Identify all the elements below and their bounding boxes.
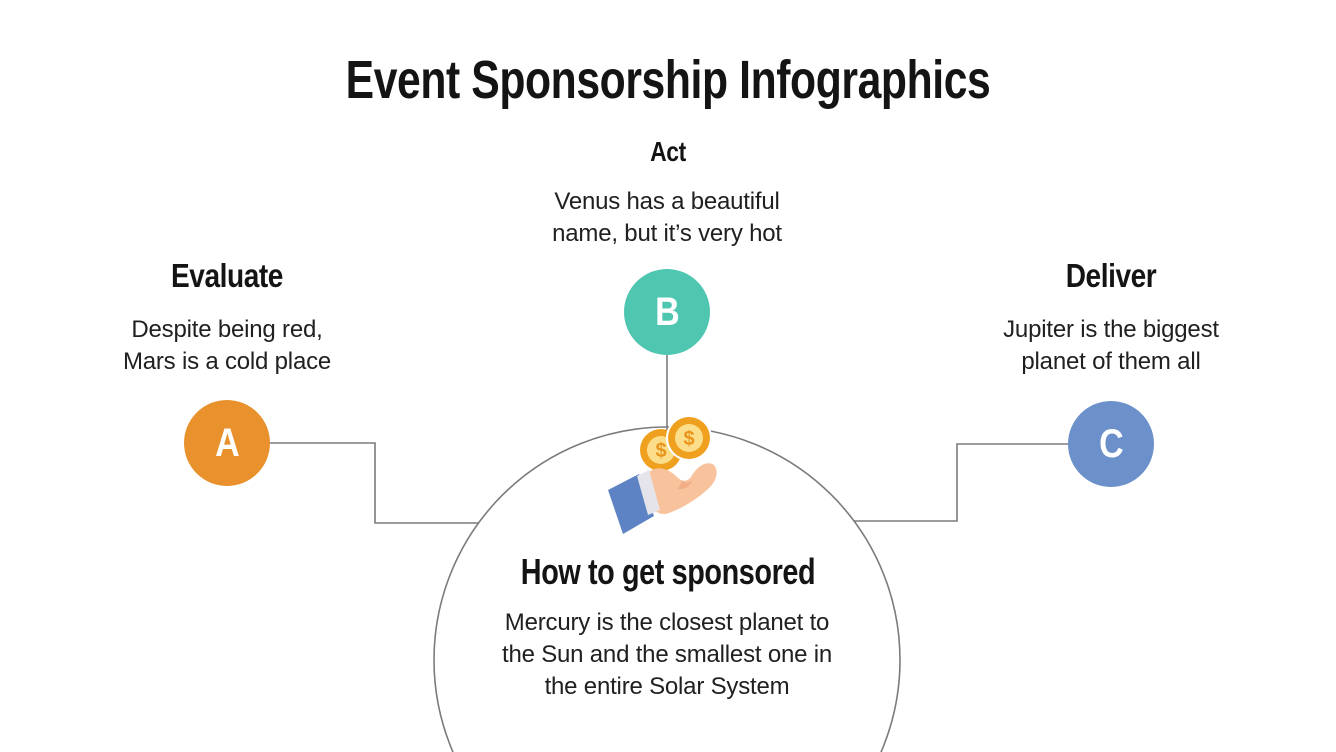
page-title: Event Sponsorship Infographics: [345, 50, 991, 110]
step-b-heading: Act: [650, 136, 686, 167]
center-heading: How to get sponsored: [520, 551, 816, 592]
step-c-description: Jupiter is the biggest planet of them al…: [1003, 316, 1219, 375]
step-b-description: Venus has a beautiful name, but it’s ver…: [552, 188, 782, 247]
step-c-heading: Deliver: [1065, 257, 1157, 294]
center-description: Mercury is the closest planet to the Sun…: [501, 609, 833, 700]
coin-icon-right: $: [666, 415, 712, 461]
dollar-sign-left: $: [655, 440, 666, 462]
dollar-sign-right: $: [683, 428, 694, 450]
step-a-circle: A: [184, 400, 270, 486]
step-c-circle: C: [1068, 401, 1154, 487]
step-a-heading: Evaluate: [171, 257, 283, 294]
step-c-letter: C: [1098, 422, 1124, 466]
step-a-description: Despite being red, Mars is a cold place: [122, 316, 332, 375]
connector-c-line: [854, 443, 1068, 522]
step-a-letter: A: [214, 421, 240, 465]
palm-crease-shade: [678, 479, 693, 490]
step-b-letter: B: [654, 290, 680, 334]
step-b-circle: B: [624, 269, 710, 355]
hand-receiving-coins-icon: $ $: [608, 415, 717, 534]
cuff-shape: [637, 470, 660, 515]
connector-a-line: [268, 442, 479, 524]
hand-icon: [608, 463, 717, 534]
